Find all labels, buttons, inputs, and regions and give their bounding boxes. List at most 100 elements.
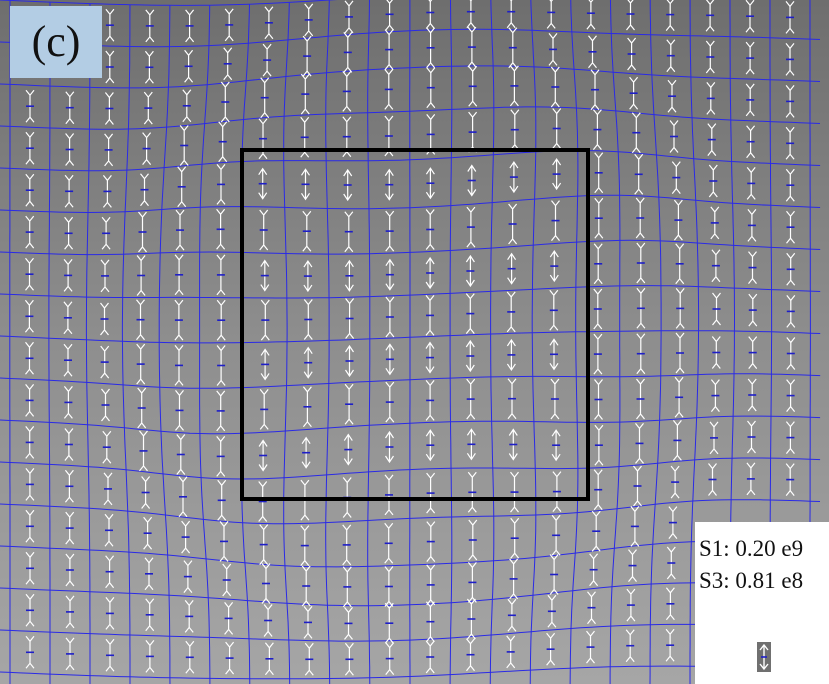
stress-arrow	[65, 553, 75, 587]
panel-label: (c)	[10, 6, 102, 78]
stress-arrow	[425, 0, 435, 29]
stress-arrow	[262, 43, 272, 77]
stress-arrow	[303, 260, 313, 293]
stress-arrow	[785, 126, 795, 160]
stress-arrow	[384, 602, 394, 644]
stress-arrow	[100, 259, 110, 293]
stress-arrow	[506, 291, 516, 333]
stress-arrow	[666, 546, 676, 580]
stress-arrow	[25, 257, 34, 291]
stress-arrow	[175, 209, 185, 251]
stress-arrow	[385, 381, 395, 423]
stress-arrow	[675, 332, 685, 374]
stress-arrow	[174, 345, 184, 386]
stress-arrow	[625, 629, 635, 663]
stress-arrow	[216, 345, 226, 386]
stress-arrow	[105, 50, 115, 84]
stress-arrow	[785, 421, 795, 454]
stress-arrow	[510, 471, 519, 513]
stress-arrow	[467, 164, 477, 197]
stress-arrow	[25, 173, 35, 207]
stress-arrow	[627, 37, 637, 71]
stress-arrow	[506, 0, 516, 29]
stress-arrow	[705, 40, 715, 74]
stress-arrow	[65, 595, 75, 629]
stress-arrow	[181, 520, 191, 554]
stress-arrow	[105, 8, 115, 42]
stress-arrow	[64, 216, 74, 250]
stress-arrow	[136, 299, 145, 341]
stress-arrow	[594, 424, 604, 466]
stress-arrow	[426, 67, 436, 109]
stress-arrow	[145, 598, 155, 632]
mesh-line-vertical	[649, 0, 662, 684]
stress-arrow	[425, 601, 435, 643]
stress-arrow	[300, 116, 310, 158]
stress-arrow	[594, 152, 604, 194]
legend-s3-text: S3: 0.81 e8	[699, 568, 804, 593]
stress-arrow	[507, 598, 517, 632]
stress-arrow	[707, 123, 717, 156]
stress-arrow	[216, 436, 226, 477]
stress-arrow	[666, 39, 676, 73]
stress-arrow	[136, 343, 146, 385]
mesh-line-horizontal	[0, 373, 821, 389]
mesh-line-horizontal	[0, 106, 821, 130]
stress-arrow	[552, 471, 562, 512]
stress-arrow	[65, 511, 75, 545]
stress-arrow	[143, 516, 153, 550]
stress-arrow	[507, 252, 517, 285]
stress-arrow	[466, 428, 476, 461]
stress-arrow	[64, 469, 74, 503]
stress-arrow	[301, 565, 311, 607]
stress-arrow	[547, 594, 557, 628]
stress-arrow	[384, 474, 394, 516]
stress-arrow	[708, 463, 717, 496]
stress-arrow	[105, 597, 115, 630]
stress-arrow	[102, 175, 112, 208]
stress-arrow	[342, 116, 352, 158]
stress-arrow	[594, 379, 603, 420]
stress-arrow	[104, 513, 114, 547]
stress-arrow	[425, 167, 435, 200]
stress-arrow	[786, 252, 796, 286]
stress-arrow	[549, 250, 559, 283]
legend-s1-text: S1: 0.20 e9	[699, 536, 804, 561]
mesh-line-vertical	[48, 2, 51, 684]
principal-stress-arrows	[24, 0, 796, 676]
stress-arrow	[508, 27, 518, 69]
stress-arrow	[183, 560, 193, 593]
mesh-line-horizontal	[0, 540, 821, 568]
stress-arrow	[594, 197, 604, 239]
stress-arrow	[216, 164, 226, 205]
stress-arrow	[177, 166, 187, 208]
stress-arrow	[258, 439, 268, 472]
stress-arrow	[184, 49, 194, 83]
stress-arrow	[344, 211, 354, 253]
stress-arrow	[222, 563, 232, 597]
stress-arrow	[144, 50, 154, 84]
stress-arrow	[426, 472, 436, 514]
stress-arrow	[745, 83, 755, 117]
stress-arrow	[25, 509, 35, 543]
stress-arrow	[593, 288, 603, 330]
stress-arrow	[591, 510, 601, 552]
stress-arrow	[586, 0, 596, 30]
stress-arrow	[546, 632, 556, 666]
stress-arrow	[636, 333, 646, 375]
stress-arrow	[675, 288, 685, 329]
stress-arrow	[467, 471, 477, 513]
stress-arrow	[258, 481, 268, 522]
stress-arrow	[668, 506, 678, 539]
stress-arrow	[143, 91, 153, 125]
stress-arrow	[588, 35, 597, 69]
mesh-line-horizontal	[0, 239, 821, 256]
mesh-line-vertical	[529, 0, 537, 684]
stress-arrow	[467, 562, 477, 603]
stress-arrow	[551, 429, 561, 462]
stress-arrow	[303, 606, 313, 639]
stress-arrow	[63, 259, 73, 292]
stress-arrow	[260, 259, 270, 292]
stress-arrow	[466, 206, 476, 248]
stress-arrow	[105, 555, 115, 589]
